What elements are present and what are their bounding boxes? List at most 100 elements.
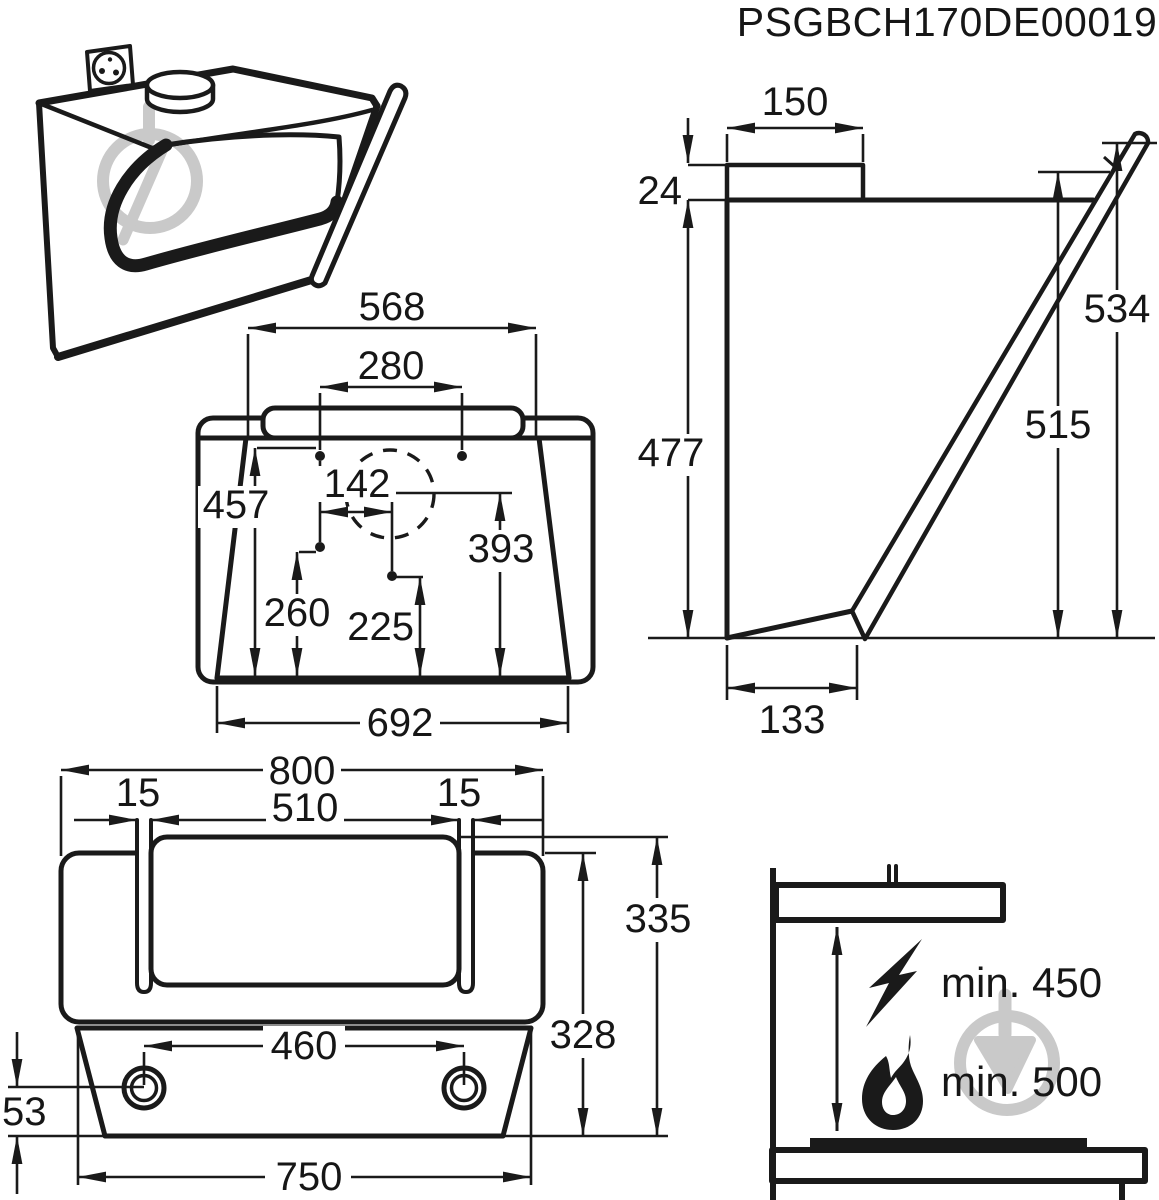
hood-bottom-edge xyxy=(54,274,322,361)
dim-53: 53 xyxy=(2,1032,668,1194)
air-inlet-upper-edge xyxy=(163,132,343,205)
dim-label-280: 280 xyxy=(358,344,425,388)
mounting-hole-top-right xyxy=(457,451,467,461)
dim-label-150: 150 xyxy=(762,80,829,124)
label-backing xyxy=(318,466,396,502)
dim-15-left: 15 xyxy=(74,771,161,826)
dim-457: 457 xyxy=(198,448,274,676)
lightning-icon xyxy=(866,939,922,1027)
clearance-view: min. 450 min. 500 xyxy=(769,864,1148,1200)
flame-icon xyxy=(862,1035,923,1130)
dim-label-24: 24 xyxy=(638,169,683,213)
label-backing xyxy=(633,434,709,476)
mounting-hole-lower-right xyxy=(387,571,397,581)
label-backing xyxy=(619,898,697,942)
dim-label-328: 328 xyxy=(550,1013,617,1057)
dim-label-510: 510 xyxy=(272,786,339,830)
dim-label-133: 133 xyxy=(759,698,826,742)
dim-328: 328 xyxy=(544,851,622,1136)
side-view: 150 24 477 534 515 133 xyxy=(633,80,1157,742)
mounting-bracket xyxy=(260,405,526,441)
label-backing xyxy=(266,790,344,830)
hood-canopy xyxy=(773,882,1006,923)
label-backing xyxy=(360,702,440,744)
rear-view: 568 280 142 457 260 225 xyxy=(195,285,596,745)
label-backing xyxy=(1020,406,1096,448)
dim-label-142: 142 xyxy=(324,462,391,506)
dim-393: 393 xyxy=(462,493,540,676)
dim-24: 24 xyxy=(638,118,694,213)
dim-225: 225 xyxy=(347,577,426,676)
dim-label-568: 568 xyxy=(359,285,426,329)
bottom-view: 800 15 15 510 335 328 xyxy=(2,749,697,1199)
dim-800: 800 xyxy=(59,749,545,856)
dim-label-515: 515 xyxy=(1025,403,1092,447)
dim-label-800: 800 xyxy=(269,749,336,793)
dim-750: 750 xyxy=(76,1032,533,1199)
dim-label-15-right: 15 xyxy=(437,771,482,815)
dim-133: 133 xyxy=(725,645,859,742)
watermark-trowel-icon xyxy=(954,988,1060,1116)
dim-label-750: 750 xyxy=(276,1155,343,1199)
rear-body-right-edge xyxy=(536,435,572,681)
duct-outlet-top xyxy=(144,69,216,101)
socket-hole-right xyxy=(113,69,119,76)
flame-inner-notch xyxy=(882,1077,906,1115)
dim-label-477: 477 xyxy=(638,431,705,475)
hood-top-back-edge xyxy=(35,65,381,110)
dim-477: 477 xyxy=(633,200,709,638)
dim-label-534: 534 xyxy=(1084,287,1151,331)
glass-clip-tick xyxy=(1102,155,1116,168)
glass-top-blade xyxy=(308,82,409,289)
label-backing xyxy=(198,486,274,528)
dim-label-457: 457 xyxy=(203,483,270,527)
dim-15-right: 15 xyxy=(437,771,543,826)
dim-label-460: 460 xyxy=(271,1024,338,1068)
dim-label-692: 692 xyxy=(367,701,434,745)
dim-568: 568 xyxy=(246,285,538,438)
air-inlet-swoosh xyxy=(103,138,344,273)
dim-460: 460 xyxy=(142,1024,466,1085)
duct-spigot xyxy=(724,162,866,203)
glass-slot-left xyxy=(135,818,153,994)
label-backing xyxy=(259,594,335,636)
dim-510: 510 xyxy=(151,786,459,830)
rear-body-left-edge xyxy=(214,435,249,681)
dim-534: 534 xyxy=(1079,143,1155,638)
glass-slot-right xyxy=(457,818,475,994)
dim-280: 280 xyxy=(318,344,464,450)
dim-335: 335 xyxy=(461,835,697,1136)
drawing-title: PSGBCH170DE00019 xyxy=(737,0,1158,45)
label-backing xyxy=(265,1157,351,1199)
watermark-slash xyxy=(117,140,170,246)
mounting-hole-top-left xyxy=(315,451,325,461)
worktop xyxy=(769,1147,1148,1184)
watermark-trowel-blade xyxy=(974,1036,1036,1094)
body-bottom-edge xyxy=(724,608,855,641)
clearance-label-gas: min. 500 xyxy=(941,1058,1102,1105)
label-backing xyxy=(544,1014,622,1058)
label-backing xyxy=(1079,290,1155,332)
dim-label-225: 225 xyxy=(347,605,414,649)
dim-label-335: 335 xyxy=(625,897,692,941)
label-backing xyxy=(263,1026,345,1066)
glass-panel-side xyxy=(849,130,1151,642)
label-backing xyxy=(263,752,341,790)
hood-top-front-left-edge xyxy=(36,100,155,151)
duct-stub xyxy=(887,864,898,887)
dim-label-53: 53 xyxy=(2,1090,47,1134)
watermark-power-icon xyxy=(97,101,203,246)
inner-opening-outline xyxy=(148,834,462,988)
perspective-view xyxy=(35,44,409,361)
clearance-label-electric: min. 450 xyxy=(941,959,1102,1006)
socket-hole-left xyxy=(99,68,105,74)
power-socket-icon xyxy=(85,44,135,93)
dim-515: 515 xyxy=(1020,172,1096,638)
dim-142: 142 xyxy=(318,462,396,518)
label-backing xyxy=(462,530,540,572)
dim-label-15-left: 15 xyxy=(116,771,161,815)
dim-label-260: 260 xyxy=(264,591,331,635)
dim-692: 692 xyxy=(215,686,570,745)
